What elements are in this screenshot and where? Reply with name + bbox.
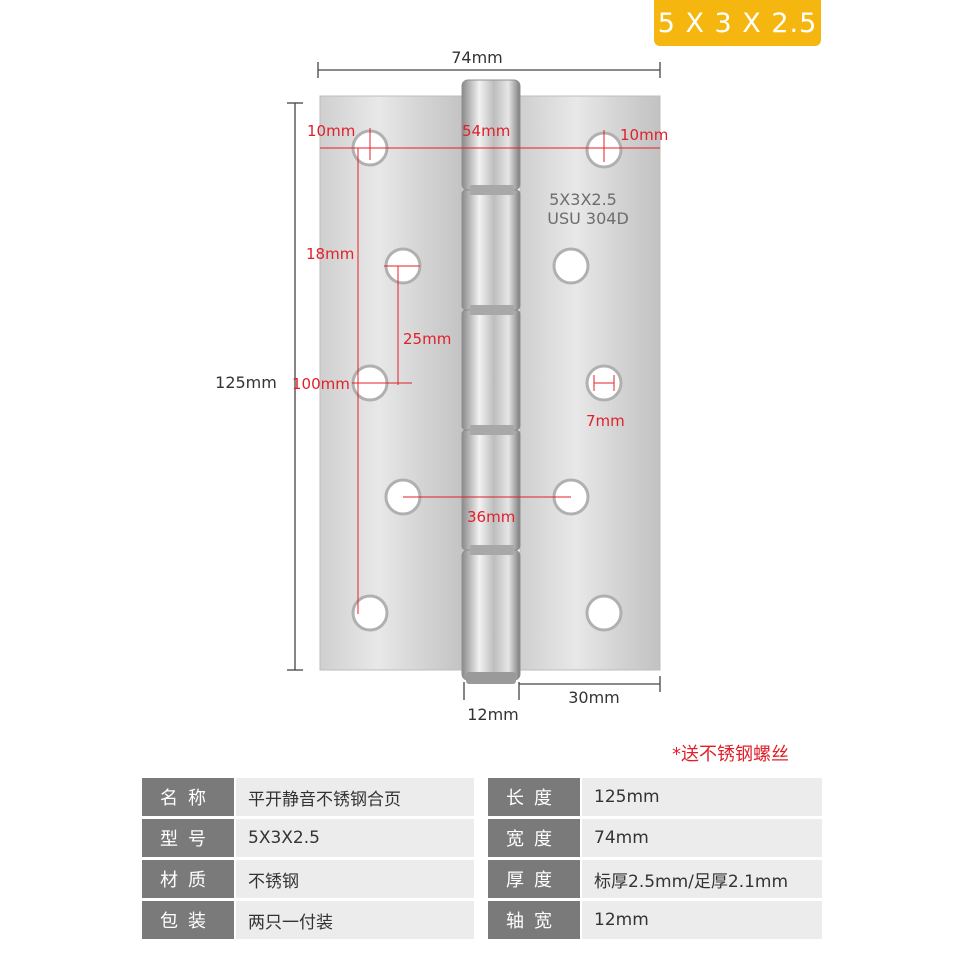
hole-dia-label: 7mm bbox=[586, 412, 625, 430]
spec-key: 轴宽 bbox=[488, 901, 580, 939]
spec-value: 125mm bbox=[582, 778, 822, 816]
spec-key: 名称 bbox=[142, 778, 234, 816]
height-label: 125mm bbox=[215, 373, 277, 392]
spec-value: 12mm bbox=[582, 901, 822, 939]
hole bbox=[585, 594, 623, 632]
offset-18-label: 18mm bbox=[306, 245, 354, 263]
hole bbox=[552, 247, 590, 285]
hole bbox=[351, 594, 389, 632]
span-36-label: 36mm bbox=[467, 508, 515, 526]
spec-table: 名称 平开静音不锈钢合页 长度 125mm 型号 5X3X2.5 宽度 74mm… bbox=[142, 778, 822, 943]
leaf-label: 30mm bbox=[568, 688, 620, 707]
span-100-label: 100mm bbox=[292, 375, 350, 393]
size-badge: 5 X 3 X 2.5 bbox=[654, 0, 821, 46]
spec-key: 包装 bbox=[142, 901, 234, 939]
dimension-lines bbox=[287, 62, 661, 700]
spec-value: 74mm bbox=[582, 819, 822, 857]
spec-value: 标厚2.5mm/足厚2.1mm bbox=[582, 860, 822, 898]
spec-value: 平开静音不锈钢合页 bbox=[236, 778, 474, 816]
width-label: 74mm bbox=[451, 48, 503, 67]
spec-key: 宽度 bbox=[488, 819, 580, 857]
spec-key: 厚度 bbox=[488, 860, 580, 898]
spec-key: 型号 bbox=[142, 819, 234, 857]
spec-value: 不锈钢 bbox=[236, 860, 474, 898]
screw-note: *送不锈钢螺丝 bbox=[672, 744, 789, 765]
engraving-line2: USU 304D bbox=[547, 209, 629, 228]
red-dimension-lines bbox=[320, 128, 660, 614]
spec-key: 材质 bbox=[142, 860, 234, 898]
engraving-line1: 5X3X2.5 bbox=[549, 190, 617, 209]
spec-value: 两只一付装 bbox=[236, 901, 474, 939]
hole-span-label: 54mm bbox=[462, 122, 510, 140]
knuckle bbox=[461, 79, 521, 684]
knuckle-label: 12mm bbox=[467, 705, 519, 724]
spec-value: 5X3X2.5 bbox=[236, 819, 474, 857]
spec-key: 长度 bbox=[488, 778, 580, 816]
offset-left-label: 10mm bbox=[307, 122, 355, 140]
offset-right-label: 10mm bbox=[620, 126, 668, 144]
spacing-25-label: 25mm bbox=[403, 330, 451, 348]
